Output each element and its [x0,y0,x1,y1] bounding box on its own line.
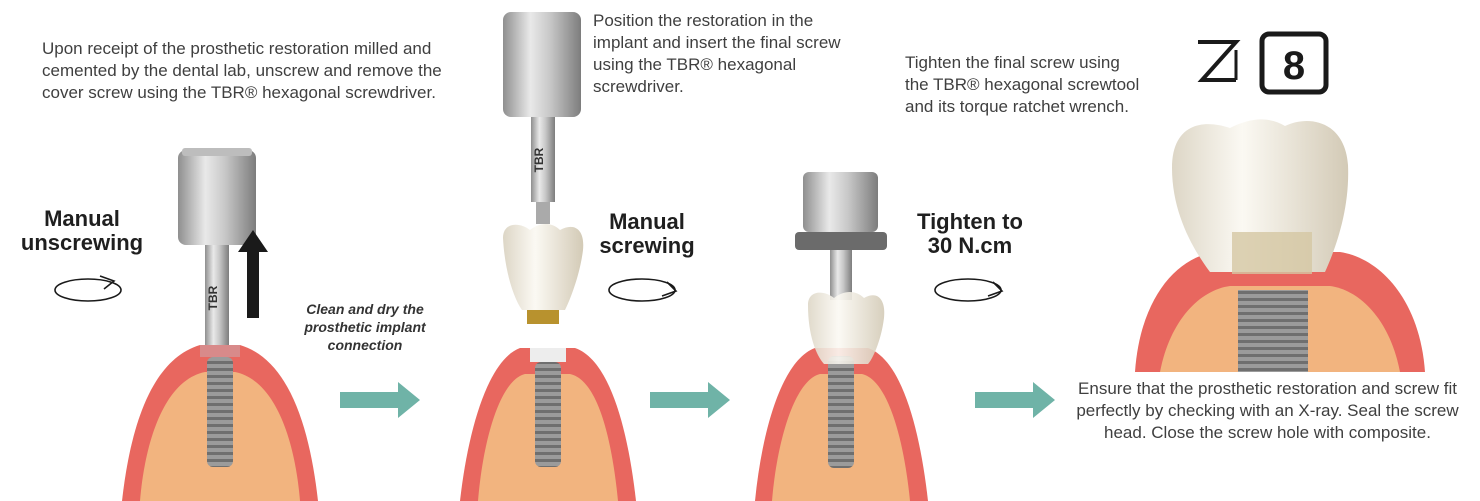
z1-logo-icon [1198,42,1236,80]
badge-number: 8 [1283,44,1305,88]
teal-arrow-icon-3 [975,382,1055,418]
gum-section-2 [460,348,636,501]
screwdriver-2: TBR [503,12,581,224]
crown-2 [503,224,583,324]
teal-arrow-icon-1 [340,382,420,418]
brand-logo: 8 [1198,34,1326,92]
final-tooth [1135,119,1425,372]
crown-3 [808,292,884,364]
unscrew-rotation-icon [55,276,121,301]
gum-section-3 [755,348,928,501]
torque-wrench-tool [795,172,887,300]
tool-label-2: TBR [532,147,546,172]
screw-rotation-icon [609,279,676,301]
teal-arrow-icon-2 [650,382,730,418]
tool-label-1: TBR [206,285,220,310]
gum-section-1 [122,345,318,501]
tighten-rotation-icon [935,279,1002,301]
